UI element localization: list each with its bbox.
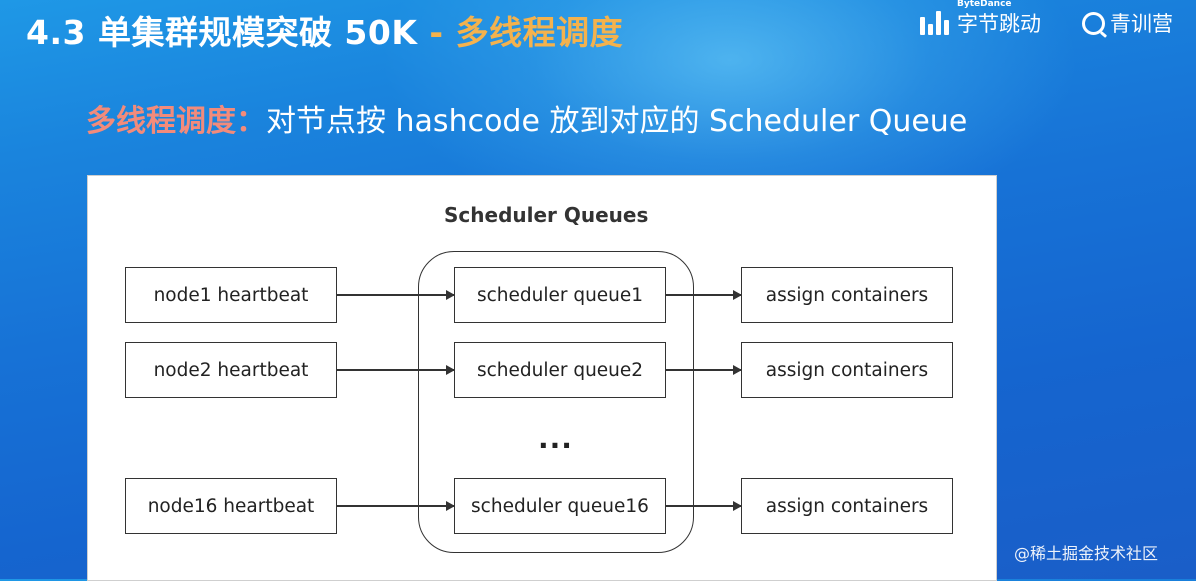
bytedance-en-label: ByteDance [957, 0, 1012, 9]
subtitle-text: 对节点按 hashcode 放到对应的 Scheduler Queue [266, 104, 968, 139]
arrow [666, 365, 742, 375]
qingxun-brand: 青训营 [1082, 0, 1173, 40]
assign-containers-box: assign containers [741, 478, 953, 534]
ellipsis: ... [538, 422, 573, 455]
qingxun-label: 青训营 [1110, 12, 1173, 36]
diagram-title: Scheduler Queues [444, 203, 649, 227]
arrow [337, 501, 455, 511]
bytedance-cn-label: 字节跳动 [957, 12, 1041, 36]
slide-title: 4.3 单集群规模突破 50K - 多线程调度 [26, 6, 623, 54]
arrow [337, 365, 455, 375]
node-heartbeat-box: node2 heartbeat [125, 342, 337, 398]
qingxun-logo-icon [1082, 11, 1105, 35]
slide-subtitle: 多线程调度：对节点按 hashcode 放到对应的 Scheduler Queu… [86, 96, 967, 140]
slide-title-accent: - 多线程调度 [417, 13, 624, 52]
scheduler-queues-group [418, 251, 694, 553]
arrow [337, 290, 455, 300]
node-heartbeat-box: node16 heartbeat [125, 478, 337, 534]
scheduler-queue-box: scheduler queue1 [454, 267, 666, 323]
slide-title-main: 4.3 单集群规模突破 50K [26, 13, 418, 52]
bytedance-logo-icon [920, 11, 949, 35]
node-heartbeat-box: node1 heartbeat [125, 267, 337, 323]
bytedance-brand: ByteDance 字节跳动 [920, 0, 1041, 40]
arrow [666, 290, 742, 300]
scheduler-queue-box: scheduler queue16 [454, 478, 666, 534]
arrow [666, 501, 742, 511]
assign-containers-box: assign containers [741, 342, 953, 398]
scheduler-queue-box: scheduler queue2 [454, 342, 666, 398]
assign-containers-box: assign containers [741, 267, 953, 323]
source-watermark: @稀土掘金技术社区 [1014, 544, 1159, 563]
subtitle-accent: 多线程调度： [86, 104, 266, 139]
bytedance-wordmark: ByteDance 字节跳动 [957, 0, 1041, 38]
diagram-panel: Scheduler Queues node1 heartbeat schedul… [87, 175, 997, 581]
